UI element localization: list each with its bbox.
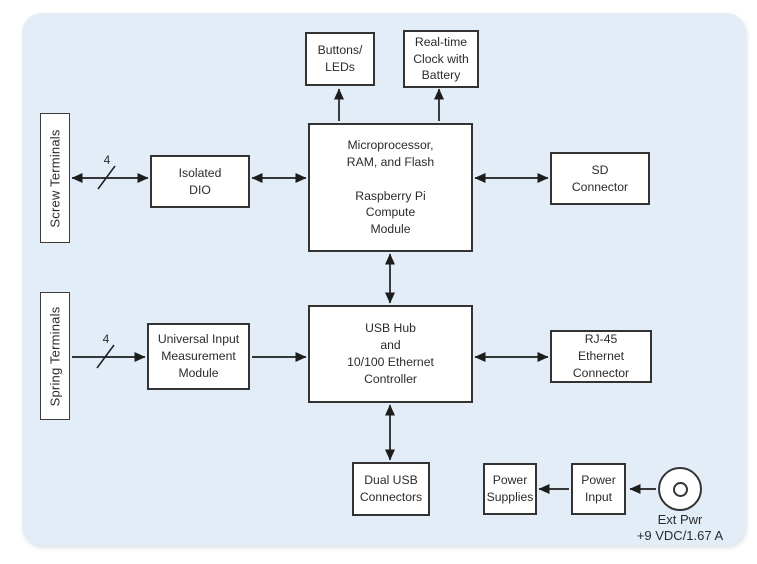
node-label: Spring Terminals <box>47 306 63 406</box>
bus-slash-screw <box>97 165 116 190</box>
node-label: Screw Terminals <box>47 128 63 228</box>
node-label: Power Input <box>581 473 616 504</box>
node-label: Buttons/ LEDs <box>317 43 363 74</box>
node-label: Power Supplies <box>486 473 534 504</box>
node-label: Isolated DIO <box>178 165 222 197</box>
node-screw-terminals: Screw Terminals <box>40 113 70 243</box>
node-label: RJ-45 Ethernet Connector <box>572 332 630 380</box>
node-power-supplies: Power Supplies <box>483 463 537 515</box>
ext-power-label: Ext Pwr +9 VDC/1.67 A <box>605 512 755 544</box>
node-microprocessor: Microprocessor, RAM, and Flash Raspberry… <box>308 123 473 252</box>
node-label: SD Connector <box>571 162 629 194</box>
node-universal-input: Universal Input Measurement Module <box>147 323 250 390</box>
node-label: Dual USB Connectors <box>359 473 423 504</box>
node-usb-hub: USB Hub and 10/100 Ethernet Controller <box>308 305 473 403</box>
diagram-panel <box>22 13 746 546</box>
connector-inner-ring <box>672 481 688 497</box>
bus-width-label-spring: 4 <box>103 332 110 346</box>
node-realtime-clock: Real-time Clock with Battery <box>403 30 479 88</box>
ext-power-name: Ext Pwr <box>657 512 703 527</box>
node-dual-usb: Dual USB Connectors <box>352 462 430 516</box>
node-label: Real-time Clock with Battery <box>413 34 469 83</box>
node-spring-terminals: Spring Terminals <box>40 292 70 420</box>
bus-width-label-screw: 4 <box>104 153 111 167</box>
node-rj45-connector: RJ-45 Ethernet Connector <box>550 330 652 383</box>
node-buttons-leds: Buttons/ LEDs <box>305 32 375 86</box>
ext-power-rating: +9 VDC/1.67 A <box>636 528 724 543</box>
node-label: Microprocessor, RAM, and Flash Raspberry… <box>346 138 435 237</box>
node-label: USB Hub and 10/100 Ethernet Controller <box>347 321 434 386</box>
node-isolated-dio: Isolated DIO <box>150 155 250 208</box>
bus-slash-spring <box>96 344 115 369</box>
node-label: Universal Input Measurement Module <box>157 332 240 380</box>
node-power-input: Power Input <box>571 463 626 515</box>
node-sd-connector: SD Connector <box>550 152 650 205</box>
barrel-connector-icon <box>658 467 702 511</box>
